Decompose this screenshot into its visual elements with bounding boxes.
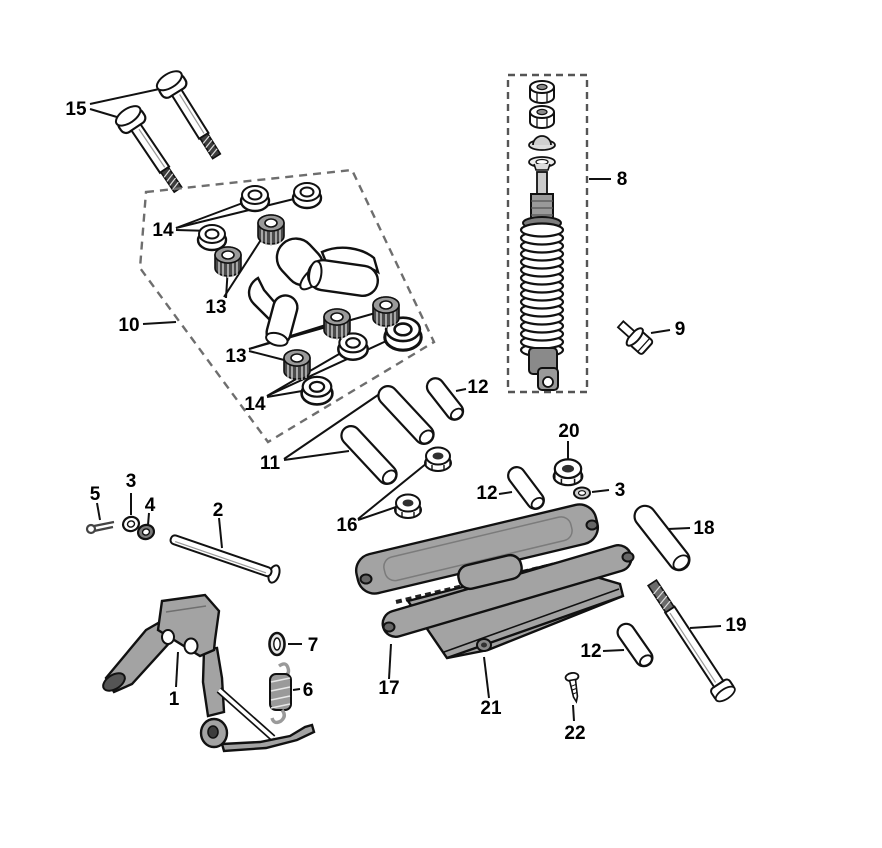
callout-8: 8 [617, 169, 628, 190]
callout-12-top: 12 [467, 377, 488, 398]
callout-20: 20 [558, 421, 579, 442]
part-15-engine-mount-bolts [111, 66, 230, 199]
callout-7: 7 [308, 635, 319, 656]
part-12-spacer-left [503, 462, 549, 514]
callout-12-left: 12 [476, 483, 497, 504]
part-3-washer-left [121, 515, 141, 533]
swing-arm-assembly [354, 503, 635, 660]
callout-15: 15 [65, 99, 87, 120]
shock-spring-coils [519, 222, 565, 358]
part-20-flange-nut [552, 458, 584, 487]
callout-2: 2 [213, 500, 224, 521]
callout-3-left: 3 [126, 471, 137, 492]
shock-dome-bushing [528, 135, 556, 151]
part-19-pivot-bolt [646, 578, 736, 703]
part-9-flange-bolt [616, 320, 654, 355]
callout-6: 6 [303, 680, 314, 701]
shock-cup-washer [528, 156, 556, 171]
callout-9: 9 [675, 319, 686, 340]
callout-labels: 15 14 13 10 13 14 8 9 12 11 16 20 3 12 1… [65, 99, 746, 744]
callout-14-upper: 14 [152, 220, 174, 241]
part-7-washer [268, 631, 286, 657]
part-1-center-stand [102, 593, 316, 753]
callout-5: 5 [90, 484, 101, 505]
callout-19: 19 [725, 615, 746, 636]
callout-13-upper: 13 [205, 297, 226, 318]
callout-18: 18 [693, 518, 714, 539]
part-12-spacer-top [422, 373, 468, 425]
part-5-cotter-pin [85, 520, 115, 535]
part-11-spacers [336, 381, 439, 489]
callout-3-right: 3 [615, 480, 626, 501]
callout-11: 11 [260, 453, 281, 474]
callout-17: 17 [378, 678, 399, 699]
callout-13-lower: 13 [225, 346, 246, 367]
part-10-assembly-outline [138, 168, 436, 444]
part-4-washer [136, 523, 156, 541]
engine-mount-link [247, 237, 380, 347]
callout-1: 1 [169, 689, 180, 710]
part-2-pivot-pin [169, 534, 281, 584]
part-12-spacer-bottom [613, 619, 657, 671]
callout-22: 22 [564, 723, 585, 744]
part-3-washer-right [573, 486, 591, 500]
part-22-screw [564, 672, 580, 704]
callout-12-bottom: 12 [580, 641, 601, 662]
callout-4: 4 [145, 495, 156, 516]
part-6-return-spring [269, 662, 292, 725]
callout-10: 10 [118, 315, 139, 336]
callout-14-lower: 14 [244, 394, 266, 415]
callout-21: 21 [480, 698, 502, 719]
part-18-spacer [629, 500, 695, 576]
part-8-shock-absorber [506, 73, 589, 394]
callout-16: 16 [336, 515, 357, 536]
